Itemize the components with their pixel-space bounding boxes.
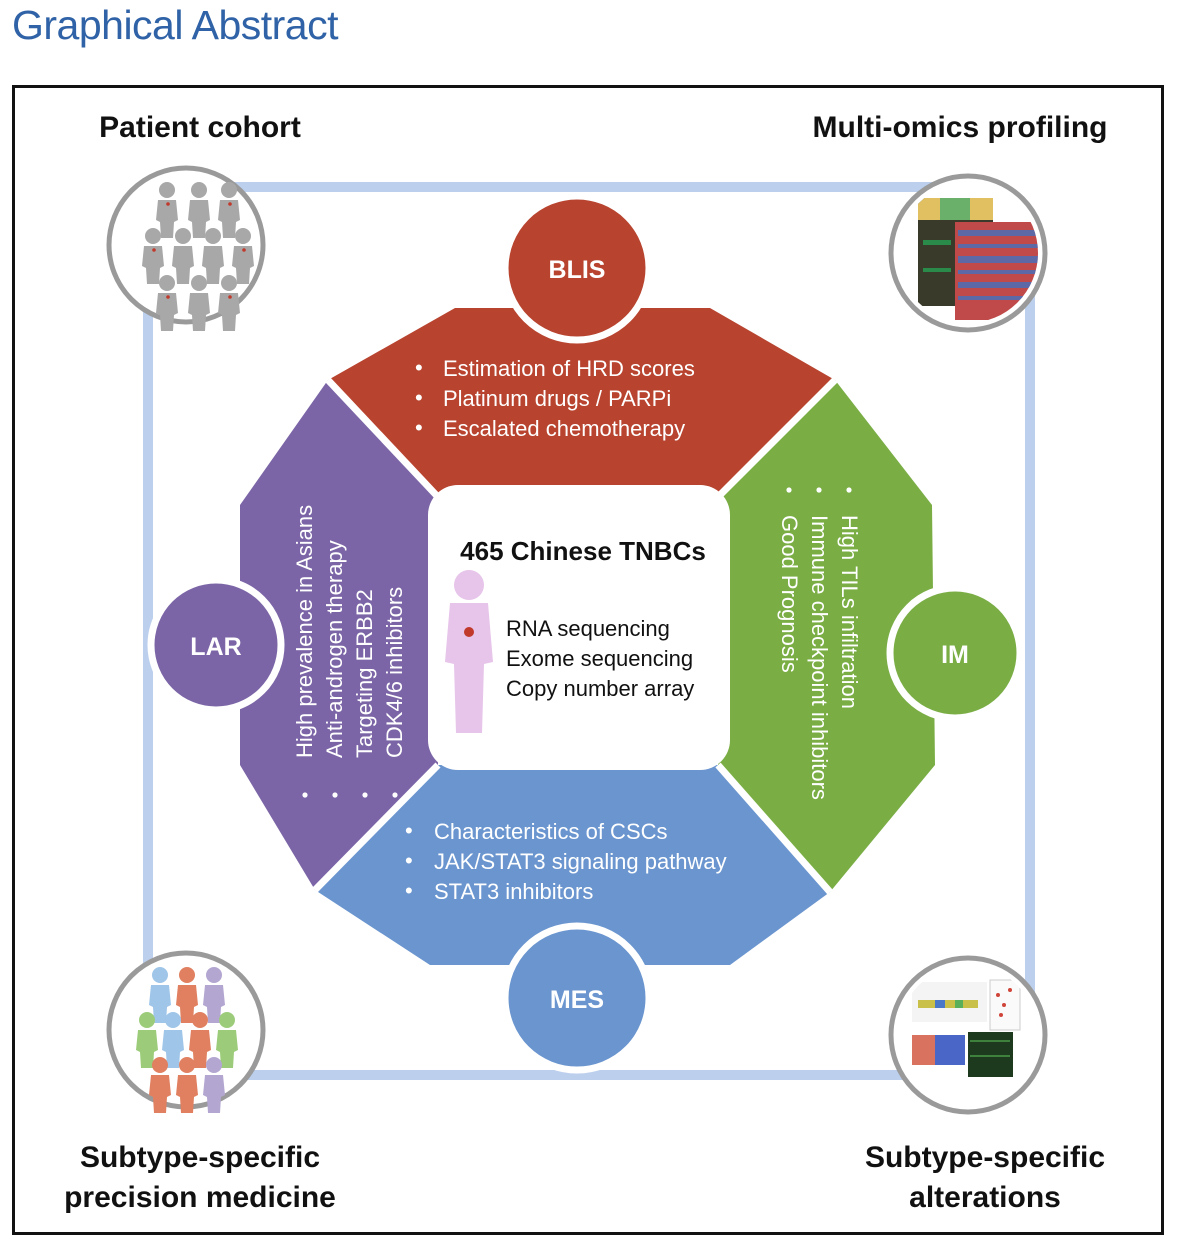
abstract-frame: [12, 85, 1164, 1235]
im-bullet-3: Good Prognosis: [777, 515, 802, 673]
mes-circle: MES: [501, 922, 653, 1074]
bullet: •: [415, 415, 423, 440]
patient-cohort-icon: [106, 165, 266, 331]
im-label: IM: [941, 641, 969, 669]
mes-segment: [315, 765, 830, 965]
patient-cohort-label: Patient cohort: [99, 111, 301, 144]
alterations-label: Subtype-specific alterations: [830, 1138, 1140, 1218]
blis-segment: [328, 308, 835, 497]
blis-bullet-1: Estimation of HRD scores: [443, 356, 695, 381]
im-bullet-2: Immune checkpoint inhibitors: [807, 515, 832, 800]
lar-circle: LAR: [147, 576, 285, 714]
blis-bullets: • Estimation of HRD scores • Platinum dr…: [415, 355, 695, 441]
precision-medicine-line2: precision medicine: [64, 1181, 336, 1214]
mes-label: MES: [550, 986, 604, 1014]
im-segment: [718, 380, 935, 892]
bullet: •: [415, 385, 423, 410]
alterations-icon: [888, 955, 1048, 1115]
im-circle: IM: [886, 584, 1024, 722]
blis-bullet-3: Escalated chemotherapy: [443, 416, 685, 441]
mes-bullet-1: Characteristics of CSCs: [434, 819, 668, 844]
center-person-icon: [445, 570, 493, 733]
precision-medicine-label: Subtype-specific precision medicine: [30, 1138, 370, 1218]
blis-label: BLIS: [549, 256, 606, 284]
alterations-line1: Subtype-specific: [864, 1141, 1106, 1174]
connector-frame: [143, 182, 1035, 1080]
bullet: •: [405, 848, 413, 873]
method-copy-number: Copy number array: [506, 676, 694, 701]
lar-label: LAR: [190, 633, 241, 661]
bullet: •: [405, 878, 413, 903]
lar-bullet-1: High prevalence in Asians: [292, 505, 317, 758]
center-title: 465 Chinese TNBCs: [460, 536, 706, 566]
lar-bullets: High prevalence in Asians Anti-androgen …: [292, 505, 407, 798]
lar-bullet-3: Targeting ERBB2: [352, 589, 377, 758]
im-bullet-1: High TILs infiltration: [837, 515, 862, 709]
bullet: •: [405, 818, 413, 843]
method-rna: RNA sequencing: [506, 616, 670, 641]
blis-bullet-2: Platinum drugs / PARPi: [443, 386, 671, 411]
lar-bullet-4: CDK4/6 inhibitors: [382, 587, 407, 758]
blis-circle: BLIS: [501, 192, 653, 344]
multi-omics-icon: [888, 173, 1048, 333]
center-box: [428, 485, 730, 770]
multi-omics-label: Multi-omics profiling: [812, 111, 1108, 144]
precision-medicine-line1: Subtype-specific: [79, 1141, 321, 1174]
bullet: •: [415, 355, 423, 380]
mes-bullets: • Characteristics of CSCs • JAK/STAT3 si…: [405, 818, 727, 904]
mes-bullet-3: STAT3 inhibitors: [434, 879, 593, 904]
lar-bullet-2: Anti-androgen therapy: [322, 540, 347, 758]
im-bullets: High TILs infiltration Immune checkpoint…: [777, 487, 862, 800]
precision-medicine-icon: [106, 950, 266, 1113]
method-exome: Exome sequencing: [506, 646, 693, 671]
lar-segment: [240, 380, 438, 890]
mes-bullet-2: JAK/STAT3 signaling pathway: [434, 849, 727, 874]
alterations-line2: alterations: [909, 1181, 1061, 1214]
page-title: Graphical Abstract: [12, 2, 339, 48]
